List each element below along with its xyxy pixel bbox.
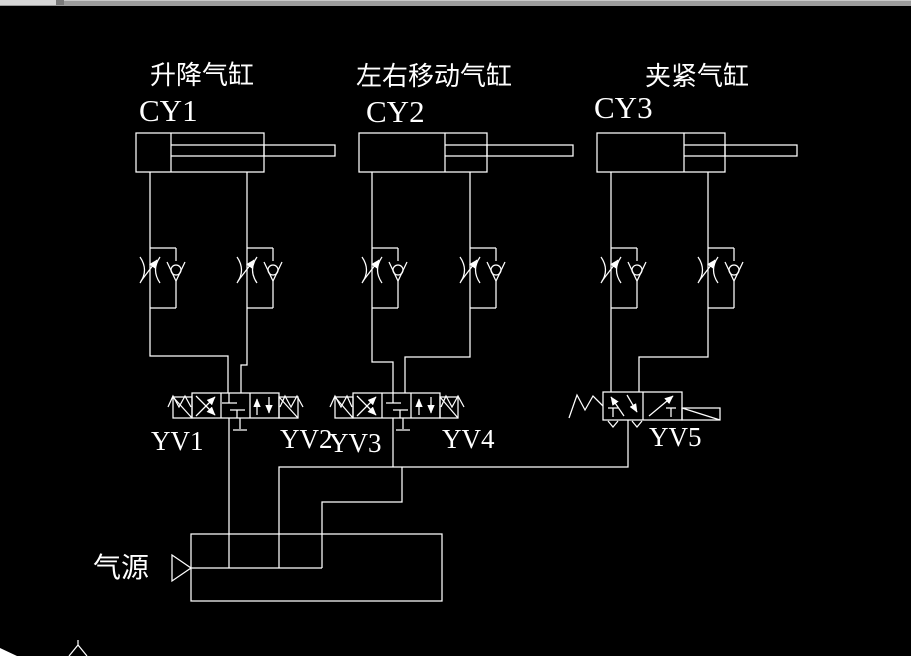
solenoid-box-icon [439, 396, 459, 419]
valve-label-yv4: YV4 [442, 424, 495, 454]
solenoid-valve-yv3-yv4 [329, 392, 465, 431]
throttle-check-valve-6 [697, 247, 744, 309]
solenoid-valve-yv1-yv2 [167, 392, 304, 431]
supply-pipes [228, 418, 629, 568]
spring-icon [279, 394, 304, 409]
valve-label-yv1: YV1 [151, 426, 204, 456]
cylinder-tag-cy1: CY1 [139, 93, 198, 128]
titlebar-strip [0, 0, 911, 6]
throttle-check-valve-5 [600, 247, 647, 309]
cylinder-cy2 [358, 132, 574, 173]
valve-label-yv2: YV2 [280, 424, 333, 454]
scrollbar-notch [56, 0, 64, 5]
spring-icon [167, 394, 192, 409]
spring-icon [568, 393, 604, 419]
piston-rod [724, 144, 798, 157]
throttle-check-valve-2 [236, 247, 283, 309]
exhaust-port [396, 418, 410, 431]
group-title-cy2: 左右移动气缸 [356, 62, 512, 91]
spring-icon [329, 394, 353, 409]
cylinder-cy1 [135, 132, 336, 173]
valve-label-yv5: YV5 [649, 422, 702, 452]
air-source-label: 气源 [93, 552, 149, 584]
piston-rod [486, 144, 574, 157]
piston-rod [263, 144, 336, 157]
valve-label-yv3: YV3 [329, 428, 382, 458]
solenoid-valve-yv5 [568, 391, 721, 428]
pipes [149, 172, 709, 393]
spring-icon [440, 394, 465, 409]
cylinder-tag-cy2: CY2 [366, 94, 425, 129]
throttle-check-valve-4 [459, 247, 506, 309]
air-source-triangle-icon [171, 553, 193, 583]
exhaust-port [233, 418, 247, 431]
throttle-check-valve-1 [139, 247, 186, 309]
throttle-check-valve-3 [361, 247, 408, 309]
solenoid-box-icon [278, 396, 299, 419]
solenoid-box-icon [681, 407, 721, 421]
cylinder-tag-cy3: CY3 [594, 90, 653, 125]
scrollbar-thumb[interactable] [0, 0, 56, 5]
group-title-cy1: 升降气缸 [150, 61, 254, 90]
solenoid-box-icon [172, 396, 193, 419]
ucs-icon-partial [0, 640, 88, 656]
exhaust-arrow-icon [607, 420, 619, 428]
solenoid-box-icon [334, 396, 354, 419]
cylinder-cy3 [596, 132, 798, 173]
exhaust-arrow-icon [631, 420, 643, 428]
air-manifold [171, 533, 443, 602]
group-title-cy3: 夹紧气缸 [645, 62, 749, 91]
